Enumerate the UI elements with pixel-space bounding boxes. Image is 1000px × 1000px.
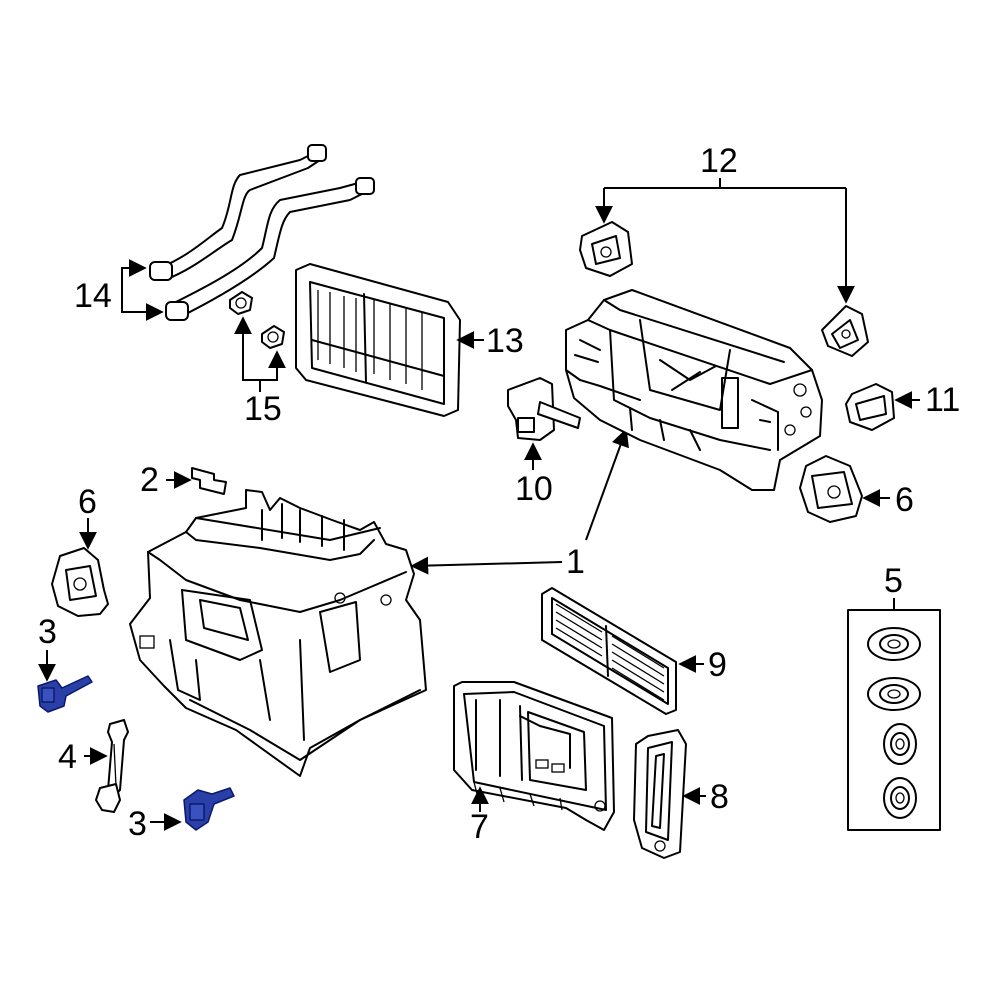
callout-6-right: 6: [895, 481, 914, 519]
callout-1: 1: [566, 543, 585, 581]
hose-clips-part[interactable]: [229, 291, 285, 349]
temperature-sensor-part[interactable]: [95, 719, 129, 813]
callout-6a-group: 6: [78, 483, 97, 550]
actuators-upper-part[interactable]: [579, 221, 869, 357]
mode-actuator-right-part[interactable]: [799, 455, 863, 523]
callout-7: 7: [470, 808, 489, 846]
callout-8: 8: [710, 778, 729, 816]
callout-14-group: 14: [74, 259, 164, 321]
callout-11: 11: [925, 381, 960, 419]
bracket-part[interactable]: [191, 467, 227, 495]
callout-3a-group: 3: [38, 613, 57, 682]
callout-2-group: 2: [140, 461, 192, 499]
heater-core-part[interactable]: [295, 263, 461, 417]
upper-case-part[interactable]: [565, 289, 823, 491]
callout-11-group: 11: [894, 381, 960, 419]
callout-5: 5: [884, 562, 903, 600]
mode-actuator-left-part[interactable]: [51, 547, 109, 617]
heater-hoses-part[interactable]: [149, 144, 375, 321]
callout-12: 12: [700, 142, 738, 180]
temperature-actuator-upper-part[interactable]: [37, 675, 93, 713]
callout-13-group: 13: [456, 322, 524, 360]
callout-6-left: 6: [78, 483, 97, 521]
callout-15-group: 15: [234, 316, 286, 428]
callout-2: 2: [140, 461, 159, 499]
callout-4-group: 4: [58, 738, 108, 776]
callout-1-group: 1: [410, 428, 629, 581]
expansion-valve-part[interactable]: [507, 377, 581, 441]
callout-9: 9: [708, 646, 727, 684]
callout-10-group: 10: [515, 442, 553, 508]
callout-3-upper: 3: [38, 613, 57, 651]
filter-cover-part[interactable]: [633, 729, 687, 859]
callout-9-group: 9: [678, 646, 727, 684]
filter-housing-part[interactable]: [453, 681, 615, 831]
blower-resistor-part[interactable]: [845, 383, 895, 431]
callout-5-group: 5: [884, 562, 903, 610]
temperature-actuator-lower-part[interactable]: [183, 787, 235, 831]
callout-15: 15: [244, 390, 282, 428]
lower-case-part[interactable]: [129, 489, 427, 777]
cabin-air-filter-part[interactable]: [541, 587, 677, 715]
callout-3-lower: 3: [128, 805, 147, 843]
callout-3b-group: 3: [128, 805, 182, 843]
grommet-kit-part[interactable]: [847, 609, 941, 831]
callout-13: 13: [486, 322, 524, 360]
callout-14: 14: [74, 277, 112, 315]
callout-12-group: 12: [595, 142, 855, 304]
callout-8-group: 8: [682, 778, 729, 816]
callout-4: 4: [58, 738, 77, 776]
callout-10: 10: [515, 470, 553, 508]
callout-6b-group: 6: [862, 481, 914, 519]
callout-7-group: 7: [470, 786, 489, 846]
